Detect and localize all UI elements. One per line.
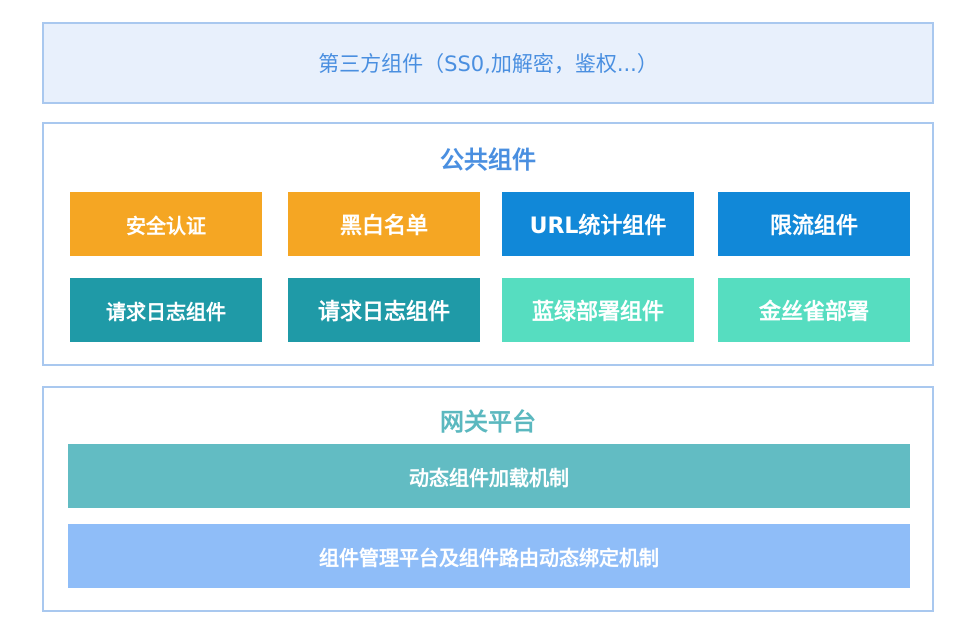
canary-deploy-box: 金丝雀部署: [718, 278, 910, 342]
rate-limit-component-box: 限流组件: [718, 192, 910, 256]
public-components-panel: 公共组件 安全认证 黑白名单 URL统计组件 限流组件 请求日志组件 请求日志组…: [42, 122, 934, 366]
blue-green-deploy-box: 蓝绿部署组件: [502, 278, 694, 342]
third-party-components-panel: 第三方组件（SS0,加解密，鉴权...）: [42, 22, 934, 104]
component-management-routing-bar: 组件管理平台及组件路由动态绑定机制: [68, 524, 910, 588]
request-log-component-box-1: 请求日志组件: [70, 278, 262, 342]
dynamic-component-loading-bar: 动态组件加载机制: [68, 444, 910, 508]
third-party-components-label: 第三方组件（SS0,加解密，鉴权...）: [318, 52, 658, 76]
public-components-title: 公共组件: [440, 146, 536, 174]
blacklist-whitelist-box: 黑白名单: [288, 192, 480, 256]
url-stats-component-box: URL统计组件: [502, 192, 694, 256]
request-log-component-box-2: 请求日志组件: [288, 278, 480, 342]
gateway-platform-panel: 网关平台 动态组件加载机制 组件管理平台及组件路由动态绑定机制: [42, 386, 934, 612]
gateway-platform-title: 网关平台: [440, 408, 536, 436]
security-auth-box: 安全认证: [70, 192, 262, 256]
